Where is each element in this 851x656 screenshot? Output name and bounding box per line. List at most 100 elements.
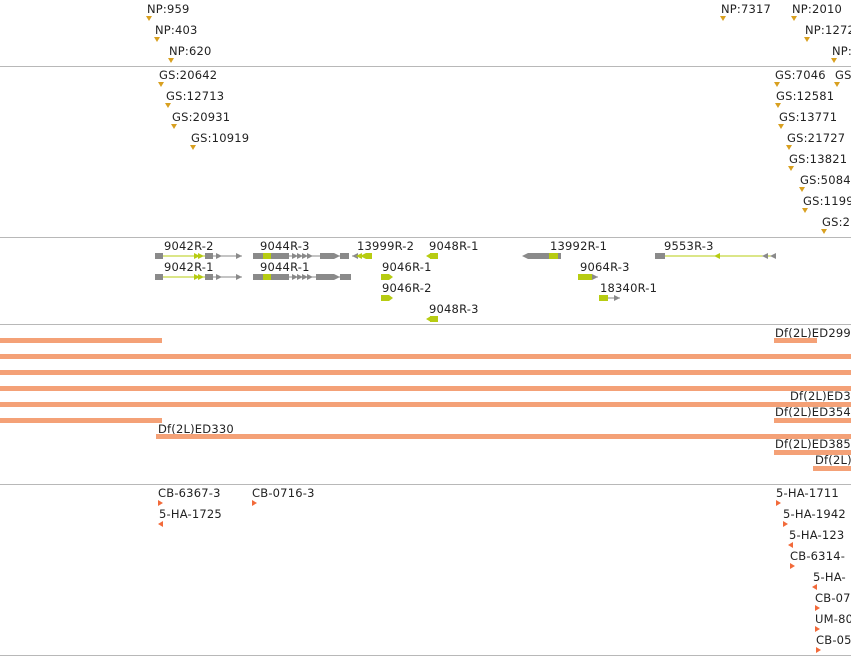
deficiency-bar[interactable] xyxy=(774,418,851,423)
insertion-label[interactable]: CB-05 xyxy=(816,633,851,647)
insertion-marker-icon[interactable] xyxy=(776,500,781,506)
insertion-marker-icon[interactable] xyxy=(816,647,821,653)
transcript-label[interactable]: 9553R-3 xyxy=(664,239,714,253)
deficiency-bar[interactable] xyxy=(0,418,162,423)
insertion-label[interactable]: CB-07 xyxy=(815,591,851,605)
np-label[interactable]: NP:1272 xyxy=(805,23,851,37)
gs-label[interactable]: GS:20642 xyxy=(159,68,218,82)
gs-label[interactable]: GS: xyxy=(835,68,851,82)
gs-marker-icon[interactable] xyxy=(786,145,792,150)
gs-marker-icon[interactable] xyxy=(774,82,780,87)
gs-marker-icon[interactable] xyxy=(165,103,171,108)
gs-label[interactable]: GS:12713 xyxy=(166,89,225,103)
deficiency-label[interactable]: Df(2L)ED354 xyxy=(775,405,851,419)
transcript-label[interactable]: 9048R-3 xyxy=(429,302,479,316)
gs-marker-icon[interactable] xyxy=(788,166,794,171)
gs-label[interactable]: GS:2 xyxy=(822,215,851,229)
insertion-marker-icon[interactable] xyxy=(812,584,817,590)
transcript-label[interactable]: 9042R-2 xyxy=(164,239,214,253)
transcript-label[interactable]: 9046R-2 xyxy=(382,281,432,295)
insertion-label[interactable]: 5-HA-123 xyxy=(789,528,845,542)
deficiency-label[interactable]: Df(2L)ED330 xyxy=(158,422,234,436)
np-marker-icon[interactable] xyxy=(791,16,797,21)
deficiency-label[interactable]: Df(2L)ED385 xyxy=(775,437,851,451)
np-marker-icon[interactable] xyxy=(168,58,174,63)
np-label[interactable]: NP:959 xyxy=(147,2,190,16)
insertion-marker-icon[interactable] xyxy=(815,605,820,611)
gs-label[interactable]: GS:13771 xyxy=(779,110,838,124)
deficiency-bar[interactable] xyxy=(774,450,851,455)
insertion-label[interactable]: UM-80 xyxy=(815,612,851,626)
np-label[interactable]: NP:620 xyxy=(169,44,212,58)
insertion-marker-icon[interactable] xyxy=(158,500,163,506)
insertion-marker-icon[interactable] xyxy=(158,521,163,527)
transcript-model[interactable] xyxy=(381,295,393,301)
deficiency-bar[interactable] xyxy=(0,386,851,391)
insertion-label[interactable]: 5-HA-1711 xyxy=(776,486,839,500)
transcript-label[interactable]: 13992R-1 xyxy=(550,239,608,253)
transcript-label[interactable]: 9064R-3 xyxy=(580,260,630,274)
gs-marker-icon[interactable] xyxy=(802,208,808,213)
deficiency-bar[interactable] xyxy=(156,434,851,439)
gs-marker-icon[interactable] xyxy=(171,124,177,129)
transcript-model[interactable] xyxy=(522,253,561,259)
np-label[interactable]: NP:403 xyxy=(155,23,198,37)
transcript-label[interactable]: 9044R-1 xyxy=(260,260,310,274)
deficiency-label[interactable]: Df(2L)ED3 xyxy=(790,389,851,403)
insertion-label[interactable]: 5-HA-1942 xyxy=(783,507,846,521)
deficiency-bar[interactable] xyxy=(813,466,851,471)
insertion-label[interactable]: 5-HA-1725 xyxy=(159,507,222,521)
transcript-label[interactable]: 13999R-2 xyxy=(357,239,415,253)
gs-marker-icon[interactable] xyxy=(190,145,196,150)
deficiency-bar[interactable] xyxy=(0,354,851,359)
gs-label[interactable]: GS:5084 xyxy=(800,173,851,187)
np-marker-icon[interactable] xyxy=(146,16,152,21)
insertion-label[interactable]: CB-0716-3 xyxy=(252,486,315,500)
gs-label[interactable]: GS:21727 xyxy=(787,131,846,145)
transcript-model[interactable] xyxy=(599,295,620,301)
gs-marker-icon[interactable] xyxy=(834,82,840,87)
insertion-marker-icon[interactable] xyxy=(790,563,795,569)
gs-marker-icon[interactable] xyxy=(775,103,781,108)
np-marker-icon[interactable] xyxy=(154,37,160,42)
transcript-model[interactable] xyxy=(155,274,242,280)
np-label[interactable]: NP:2010 xyxy=(792,2,843,16)
np-marker-icon[interactable] xyxy=(720,16,726,21)
deficiency-bar[interactable] xyxy=(0,338,162,343)
transcript-model[interactable] xyxy=(253,274,351,280)
transcript-model[interactable] xyxy=(426,253,438,259)
insertion-label[interactable]: CB-6367-3 xyxy=(158,486,221,500)
transcript-model[interactable] xyxy=(578,274,598,280)
gs-marker-icon[interactable] xyxy=(778,124,784,129)
deficiency-bar[interactable] xyxy=(0,402,851,407)
insertion-marker-icon[interactable] xyxy=(252,500,257,506)
np-marker-icon[interactable] xyxy=(804,37,810,42)
transcript-model[interactable] xyxy=(655,253,776,259)
transcript-model[interactable] xyxy=(352,253,372,259)
gs-marker-icon[interactable] xyxy=(799,187,805,192)
transcript-label[interactable]: 9042R-1 xyxy=(164,260,214,274)
gs-label[interactable]: GS:7046 xyxy=(775,68,826,82)
gs-label[interactable]: GS:12581 xyxy=(776,89,835,103)
insertion-marker-icon[interactable] xyxy=(788,542,793,548)
deficiency-bar[interactable] xyxy=(774,338,817,343)
deficiency-bar[interactable] xyxy=(0,370,851,375)
transcript-label[interactable]: 9044R-3 xyxy=(260,239,310,253)
transcript-model[interactable] xyxy=(426,316,438,322)
insertion-label[interactable]: 5-HA- xyxy=(813,570,846,584)
deficiency-label[interactable]: Df(2L) xyxy=(815,453,851,467)
deficiency-label[interactable]: Df(2L)ED299 xyxy=(775,326,851,340)
insertion-label[interactable]: CB-6314- xyxy=(790,549,846,563)
transcript-model[interactable] xyxy=(253,253,349,259)
transcript-label[interactable]: 9046R-1 xyxy=(382,260,432,274)
gs-label[interactable]: GS:1199 xyxy=(803,194,851,208)
gs-marker-icon[interactable] xyxy=(158,82,164,87)
gs-label[interactable]: GS:10919 xyxy=(191,131,250,145)
transcript-model[interactable] xyxy=(381,274,393,280)
transcript-model[interactable] xyxy=(155,253,242,259)
gs-marker-icon[interactable] xyxy=(821,229,827,234)
np-label[interactable]: NP: xyxy=(832,44,851,58)
np-marker-icon[interactable] xyxy=(831,58,837,63)
gs-label[interactable]: GS:13821 xyxy=(789,152,848,166)
insertion-marker-icon[interactable] xyxy=(783,521,788,527)
